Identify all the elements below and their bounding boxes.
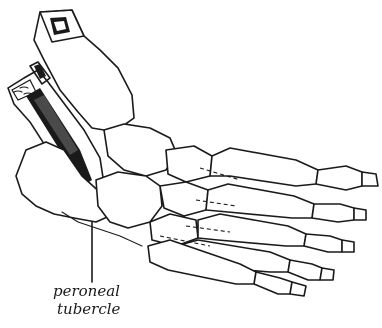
label-peroneal: peroneal — [53, 283, 120, 300]
label-tubercle: tubercle — [57, 301, 120, 318]
